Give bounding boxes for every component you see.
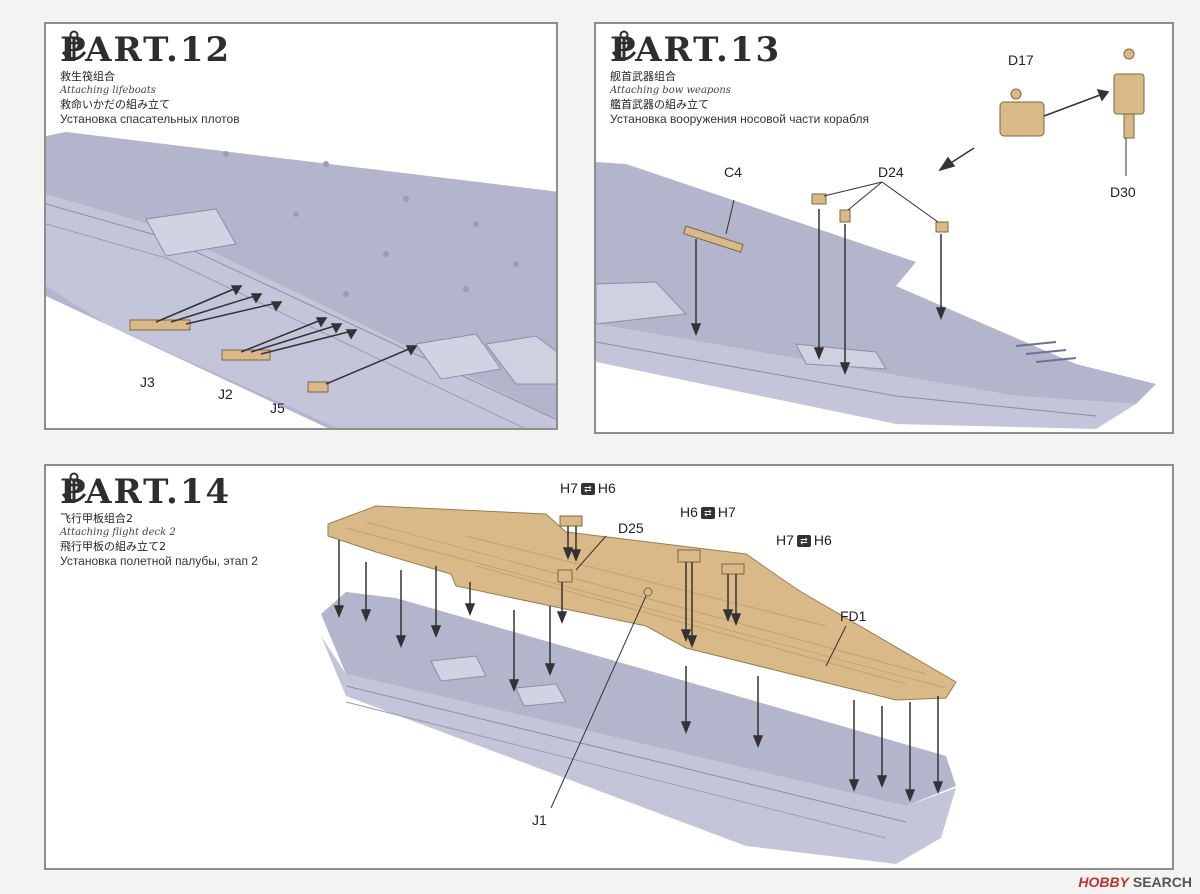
part-13-header: PART.13 舰首武器组合 Attaching bow weapons 艦首武… bbox=[610, 30, 869, 126]
anchor-icon bbox=[61, 472, 87, 503]
part-12-illustration bbox=[46, 132, 556, 428]
part-12-panel: PART.12 救生筏组合 Attaching lifeboats 救命いかだの… bbox=[44, 22, 558, 430]
label-d24: D24 bbox=[878, 164, 904, 180]
part-j2 bbox=[221, 349, 271, 361]
part-c4 bbox=[682, 225, 744, 253]
part-13-panel: PART.13 舰首武器组合 Attaching bow weapons 艦首武… bbox=[594, 22, 1174, 434]
part-14-header: PART.14 飞行甲板组合2 Attaching flight deck 2 … bbox=[60, 472, 258, 568]
part-d24 bbox=[811, 193, 827, 205]
caption-en: Attaching lifeboats bbox=[60, 85, 156, 96]
anchor-icon bbox=[611, 30, 637, 61]
part-14-panel: PART.14 飞行甲板组合2 Attaching flight deck 2 … bbox=[44, 464, 1174, 870]
hull-side bbox=[321, 636, 956, 864]
part-title: PART.12 bbox=[60, 30, 232, 70]
part-j1 bbox=[643, 587, 653, 597]
caption-jp: 艦首武器の組み立て bbox=[610, 98, 709, 111]
label-h7-h6-1: H7⇄H6 bbox=[560, 480, 616, 496]
anchor-icon bbox=[61, 30, 87, 61]
caption-jp: 飛行甲板の組み立て2 bbox=[60, 540, 166, 553]
part-d30 bbox=[1113, 73, 1145, 115]
caption-ru: Установка вооружения носовой части кораб… bbox=[610, 112, 869, 126]
part-title: PART.14 bbox=[60, 472, 232, 512]
flight-deck bbox=[321, 592, 956, 806]
hull-side bbox=[596, 324, 1136, 429]
part-h7-h6 bbox=[559, 515, 583, 527]
part-12-header: PART.12 救生筏组合 Attaching lifeboats 救命いかだの… bbox=[60, 30, 240, 126]
caption-cn: 救生筏组合 bbox=[60, 70, 115, 83]
part-13-illustration bbox=[596, 48, 1156, 429]
caption-ru: Установка полетной палубы, этап 2 bbox=[60, 554, 258, 568]
label-d30: D30 bbox=[1110, 184, 1136, 200]
part-h7-h6 bbox=[721, 563, 745, 575]
caption-jp: 救命いかだの組み立て bbox=[60, 98, 170, 111]
swap-icon: ⇄ bbox=[700, 507, 715, 520]
caption-en: Attaching bow weapons bbox=[610, 85, 731, 96]
label-fd1: FD1 bbox=[840, 608, 867, 624]
swap-icon: ⇄ bbox=[796, 535, 811, 548]
elevator bbox=[145, 208, 237, 257]
part-j3 bbox=[129, 319, 191, 331]
part-h6-h7 bbox=[677, 549, 701, 563]
caption-cn: 舰首武器组合 bbox=[610, 70, 676, 83]
part-title: PART.13 bbox=[610, 30, 782, 70]
label-j1: J1 bbox=[532, 812, 547, 828]
label-h7-h6-2: H7⇄H6 bbox=[776, 532, 832, 548]
part-d25 bbox=[557, 569, 573, 583]
caption-ru: Установка спасательных плотов bbox=[60, 112, 240, 126]
part-14-illustration bbox=[321, 505, 957, 864]
flight-deck bbox=[596, 162, 1156, 404]
caption-cn: 飞行甲板组合2 bbox=[60, 512, 133, 525]
watermark: HOBBY SEARCH bbox=[1078, 874, 1192, 890]
label-d17: D17 bbox=[1008, 52, 1034, 68]
label-j2: J2 bbox=[218, 386, 233, 402]
elevator bbox=[415, 333, 502, 380]
swap-icon: ⇄ bbox=[580, 483, 595, 496]
label-j3: J3 bbox=[140, 374, 155, 390]
label-c4: C4 bbox=[724, 164, 742, 180]
part-j5 bbox=[307, 381, 329, 393]
label-d25: D25 bbox=[618, 520, 644, 536]
caption-en: Attaching flight deck 2 bbox=[60, 527, 176, 538]
part-d17 bbox=[999, 101, 1045, 137]
label-j5: J5 bbox=[270, 400, 285, 416]
label-h6-h7: H6⇄H7 bbox=[680, 504, 736, 520]
